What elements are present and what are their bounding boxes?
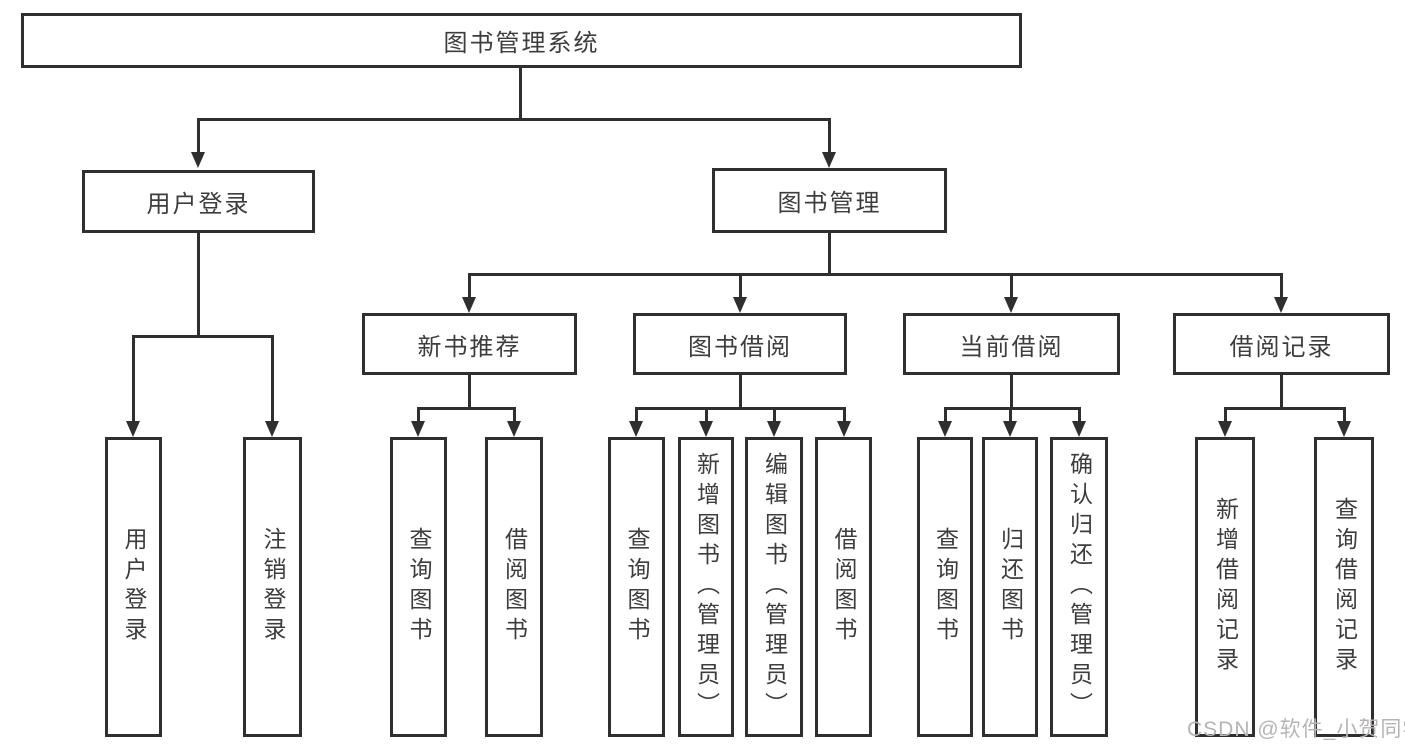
connector-currentborrow-stem (1010, 375, 1013, 407)
connector-userlogin-rail (132, 335, 274, 338)
leaf-add-books-admin: 新增图书（管理员） (678, 437, 734, 737)
node-new-book-recommend: 新书推荐 (362, 313, 577, 375)
arrow-to-edit-book (767, 421, 781, 437)
node-borrow-records: 借阅记录 (1173, 313, 1390, 375)
connector-newbook-stem (468, 375, 471, 407)
connector-drop-add-record (1224, 407, 1227, 421)
arrow-to-borrow2 (837, 421, 851, 437)
connector-bookmgmt-stem (828, 233, 831, 273)
csdn-watermark: CSDN @软件_小贺同学 (1187, 718, 1405, 741)
arrow-to-query-record (1337, 421, 1351, 437)
connector-drop-query3 (944, 407, 947, 421)
connector-drop-current-borrow (1010, 273, 1013, 297)
arrow-to-leaf-logout (265, 421, 279, 437)
connector-newbook-rail (417, 407, 516, 410)
leaf-return-books: 归还图书 (982, 437, 1038, 737)
connector-drop-borrow-records (1280, 273, 1283, 297)
connector-drop-borrow1 (513, 407, 516, 421)
connector-drop-query-record (1343, 407, 1346, 421)
node-library-system: 图书管理系统 (21, 13, 1022, 68)
arrow-to-borrow1 (507, 421, 521, 437)
connector-drop-user-login (197, 118, 200, 152)
node-user-login: 用户登录 (82, 170, 315, 233)
arrow-to-new-book (462, 297, 476, 313)
arrow-to-current-borrow (1004, 297, 1018, 313)
connector-drop-book-borrow (739, 273, 742, 297)
arrow-to-add-book (699, 421, 713, 437)
leaf-edit-books-admin: 编辑图书（管理员） (745, 437, 803, 737)
connector-records-rail (1224, 407, 1346, 410)
arrow-to-borrow-records (1274, 297, 1288, 313)
arrow-to-add-record (1218, 421, 1232, 437)
leaf-confirm-return-admin: 确认归还（管理员） (1050, 437, 1108, 737)
connector-bookborrow-rail (635, 407, 845, 410)
connector-bookborrow-stem (739, 375, 742, 407)
arrow-to-book-mgmt (822, 152, 836, 168)
connector-drop-book-mgmt (828, 118, 831, 152)
leaf-borrow-books-recommend: 借阅图书 (485, 437, 543, 737)
node-current-borrow: 当前借阅 (903, 313, 1120, 375)
connector-drop-return-book (1009, 407, 1012, 421)
arrow-to-book-borrow (733, 297, 747, 313)
connector-drop-confirm-return (1078, 407, 1081, 421)
leaf-add-borrow-record: 新增借阅记录 (1195, 437, 1255, 737)
connector-drop-query1 (417, 407, 420, 421)
leaf-query-books-borrow: 查询图书 (608, 437, 665, 737)
connector-userlogin-stem (197, 233, 200, 335)
node-book-borrow: 图书借阅 (633, 313, 847, 375)
leaf-user-login: 用户登录 (105, 437, 162, 737)
leaf-query-books-current: 查询图书 (917, 437, 973, 737)
connector-drop-leaf-logout (271, 335, 274, 421)
arrow-to-query2 (629, 421, 643, 437)
arrow-to-query3 (938, 421, 952, 437)
connector-drop-edit-book (773, 407, 776, 421)
connector-drop-query2 (635, 407, 638, 421)
connector-drop-new-book (468, 273, 471, 297)
leaf-logout: 注销登录 (243, 437, 302, 737)
connector-root-rail (197, 118, 831, 121)
arrow-to-confirm-return (1072, 421, 1086, 437)
arrow-to-return-book (1003, 421, 1017, 437)
node-book-management: 图书管理 (712, 168, 947, 233)
connector-root-stem (519, 68, 522, 118)
connector-records-stem (1280, 375, 1283, 407)
leaf-query-books-recommend: 查询图书 (390, 437, 447, 737)
connector-drop-add-book (705, 407, 708, 421)
connector-drop-borrow2 (843, 407, 846, 421)
arrow-to-user-login (191, 152, 205, 168)
connector-drop-leaf-login (132, 335, 135, 421)
leaf-query-borrow-record: 查询借阅记录 (1314, 437, 1374, 737)
leaf-borrow-books: 借阅图书 (815, 437, 872, 737)
arrow-to-query1 (411, 421, 425, 437)
connector-bookmgmt-rail (468, 273, 1283, 276)
connector-currentborrow-rail (944, 407, 1081, 410)
arrow-to-leaf-login (126, 421, 140, 437)
